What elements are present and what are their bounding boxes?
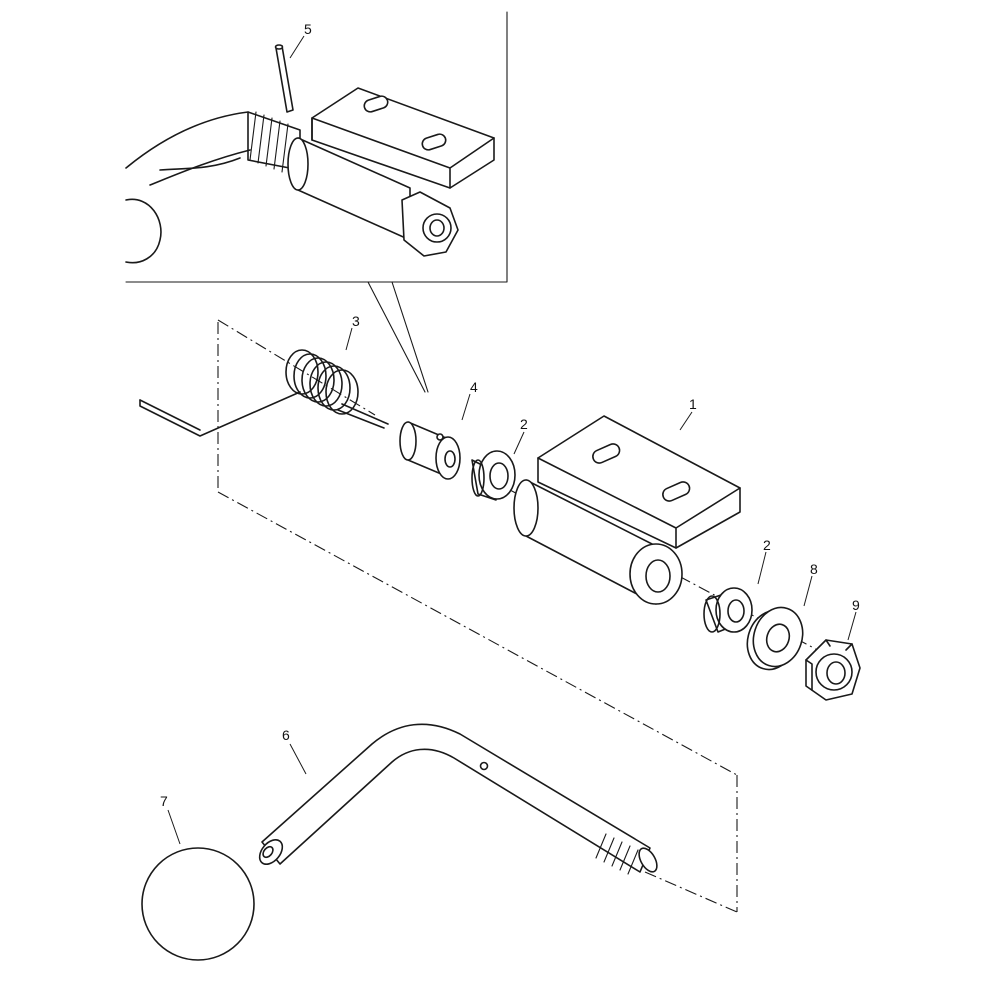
collar-part (399, 421, 461, 480)
callout-3: 3 (352, 313, 360, 329)
bushing-part-b (703, 587, 753, 633)
inset-frame (125, 11, 508, 283)
callout-leaders (167, 35, 857, 845)
detail-inset (125, 11, 508, 393)
knob-part (141, 847, 255, 961)
bracket-part (513, 415, 741, 605)
inset-ball (125, 198, 162, 264)
bushing-part-a (471, 450, 516, 501)
callout-7: 7 (160, 793, 168, 809)
spring-part (139, 349, 389, 437)
rod-part (258, 723, 658, 875)
callout-2a: 2 (520, 416, 528, 432)
inset-pin (275, 45, 294, 113)
inset-rod (125, 111, 251, 186)
callout-2b: 2 (763, 537, 771, 553)
washer-part (746, 606, 804, 671)
callout-9: 9 (852, 597, 860, 613)
callout-1: 1 (689, 396, 697, 412)
callout-6: 6 (282, 727, 290, 743)
callout-5: 5 (304, 21, 312, 37)
callout-8: 8 (810, 561, 818, 577)
assembly-guide-lines (217, 319, 841, 913)
callout-4: 4 (470, 379, 478, 395)
nut-part (805, 639, 861, 701)
callout-labels: 1 2 2 3 4 5 6 7 8 9 (160, 21, 860, 809)
inset-pointer (367, 281, 429, 393)
